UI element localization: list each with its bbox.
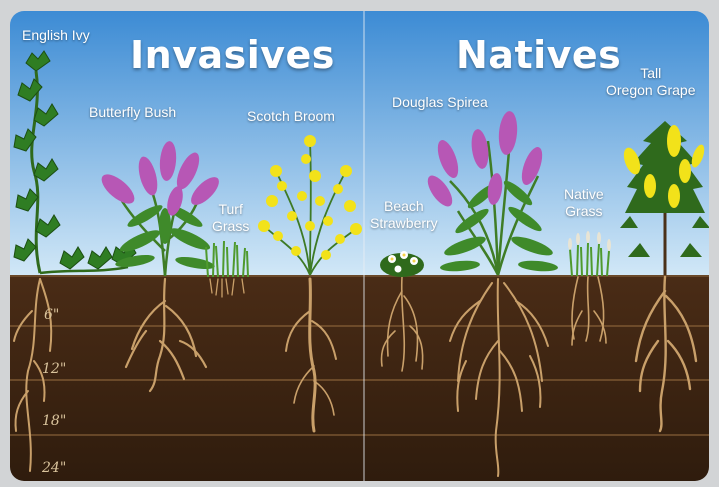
- depth-marker-24: 24": [42, 460, 66, 476]
- label-douglas-spirea: Douglas Spirea: [392, 94, 488, 110]
- label-native-grass: Native Grass: [564, 186, 604, 220]
- depth-marker-6: 6": [44, 307, 59, 323]
- diagram-panel: Invasives Natives English Ivy Butterfly …: [10, 11, 709, 481]
- depth-marker-12: 12": [42, 361, 66, 377]
- invasives-heading: Invasives: [130, 33, 335, 77]
- label-scotch-broom: Scotch Broom: [247, 108, 335, 124]
- label-english-ivy: English Ivy: [22, 27, 90, 43]
- label-beach-strawberry: Beach Strawberry: [370, 198, 438, 232]
- label-butterfly-bush: Butterfly Bush: [89, 104, 176, 120]
- label-tall-oregon-grape: Tall Oregon Grape: [606, 65, 696, 99]
- depth-marker-18: 18": [42, 413, 66, 429]
- label-turf-grass: Turf Grass: [212, 201, 249, 235]
- natives-heading: Natives: [456, 33, 621, 77]
- roots-illustration: [10, 11, 709, 481]
- soil: [10, 275, 709, 481]
